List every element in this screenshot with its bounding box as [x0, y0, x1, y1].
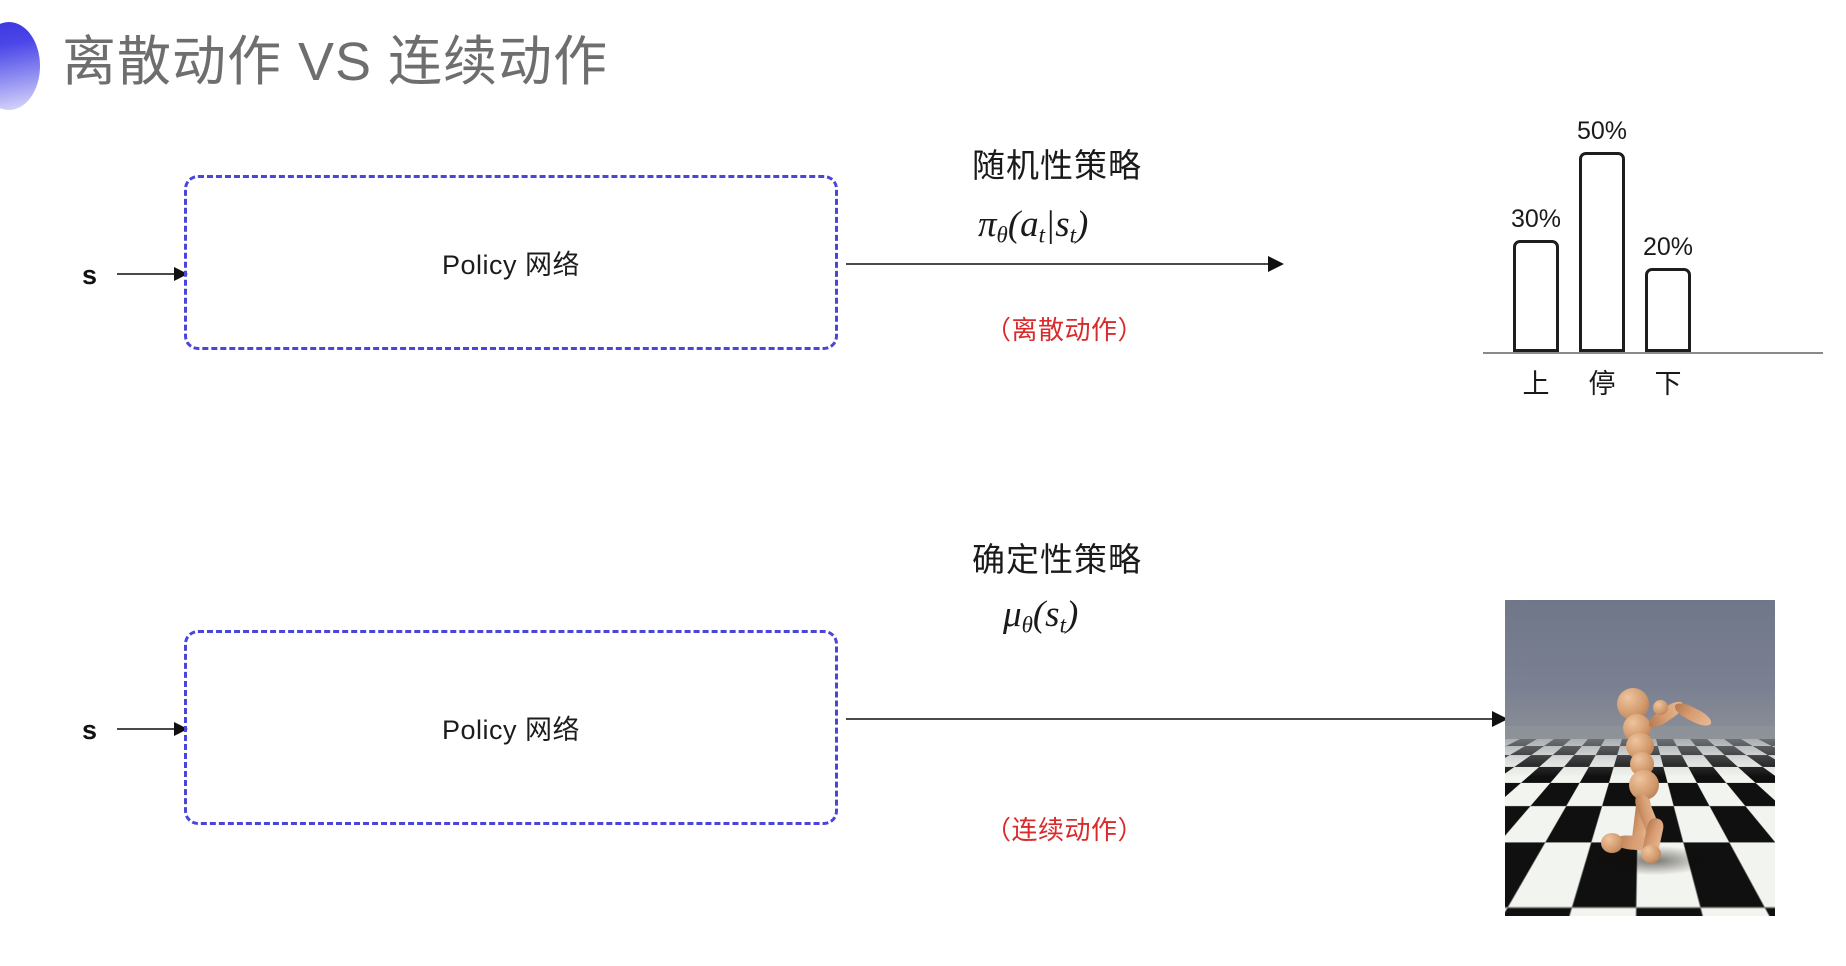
page-title: 离散动作 VS 连续动作: [62, 32, 609, 92]
continuous-input-arrow: [117, 722, 188, 736]
discrete-input-arrow: [117, 267, 188, 281]
action-probability-bar-chart: 30% 50% 20% 上 停 下: [1483, 96, 1823, 399]
formula-mu: μ: [1003, 594, 1022, 635]
bar-chart-plot-area: 30% 50% 20%: [1483, 96, 1823, 352]
bar-group-0: 30%: [1510, 205, 1562, 352]
formula-bar-s: |s: [1045, 204, 1070, 245]
bar-chart-baseline: [1483, 352, 1823, 354]
formula-t-sub-3: t: [1059, 612, 1066, 638]
discrete-output-arrow: [846, 256, 1284, 272]
bar-value-label-0: 30%: [1510, 205, 1562, 233]
formula-theta-sub-2: θ: [1021, 612, 1033, 638]
humanoid-hand: [1653, 700, 1668, 715]
continuous-action-note: （连续动作）: [985, 815, 1145, 845]
humanoid-right-foot: [1641, 845, 1661, 863]
stochastic-policy-label: 随机性策略: [972, 147, 1142, 184]
formula-pi: π: [978, 204, 997, 245]
bar-category-label-1: 停: [1588, 369, 1616, 399]
title-decoration-circle: [0, 22, 40, 110]
formula-t-sub-2: t: [1069, 222, 1076, 248]
continuous-policy-network-label: Policy 网络: [441, 715, 581, 745]
bar-group-1: 50%: [1576, 117, 1628, 352]
discrete-policy-network-label: Policy 网络: [441, 250, 581, 280]
bar-category-label-2: 下: [1654, 369, 1682, 399]
formula-t-sub-1: t: [1038, 222, 1046, 248]
bar-rect-0: [1513, 240, 1559, 352]
stochastic-policy-formula: πθ(at|st): [978, 203, 1088, 248]
bar-value-label-1: 50%: [1576, 117, 1628, 145]
discrete-action-note: （离散动作）: [985, 315, 1145, 345]
formula-theta-sub: θ: [996, 222, 1008, 248]
discrete-state-input-label: s: [82, 260, 98, 290]
continuous-action-row: s Policy 网络 确定性策略 μθ(st) （连续动作）: [0, 541, 1846, 945]
formula-close-2: ): [1065, 594, 1079, 635]
discrete-action-row: s Policy 网络 随机性策略 πθ(at|st) （离散动作）: [0, 147, 1846, 470]
continuous-state-input-label: s: [82, 715, 98, 745]
deterministic-policy-label: 确定性策略: [972, 541, 1142, 578]
bar-category-label-0: 上: [1522, 369, 1550, 399]
formula-open-s: (s: [1032, 594, 1060, 635]
humanoid-left-foot: [1601, 833, 1623, 853]
bar-group-2: 20%: [1642, 233, 1694, 352]
humanoid-simulation-image: [1505, 600, 1775, 916]
bar-rect-2: [1645, 268, 1691, 352]
bar-value-label-2: 20%: [1642, 233, 1694, 261]
formula-close: ): [1075, 204, 1089, 245]
deterministic-policy-formula: μθ(st): [1003, 593, 1078, 638]
continuous-policy-network-box[interactable]: Policy 网络: [184, 630, 838, 825]
formula-open-a: (a: [1007, 204, 1039, 245]
continuous-output-arrow: [846, 711, 1508, 727]
discrete-policy-network-box[interactable]: Policy 网络: [184, 175, 838, 350]
bar-rect-1: [1579, 152, 1625, 352]
